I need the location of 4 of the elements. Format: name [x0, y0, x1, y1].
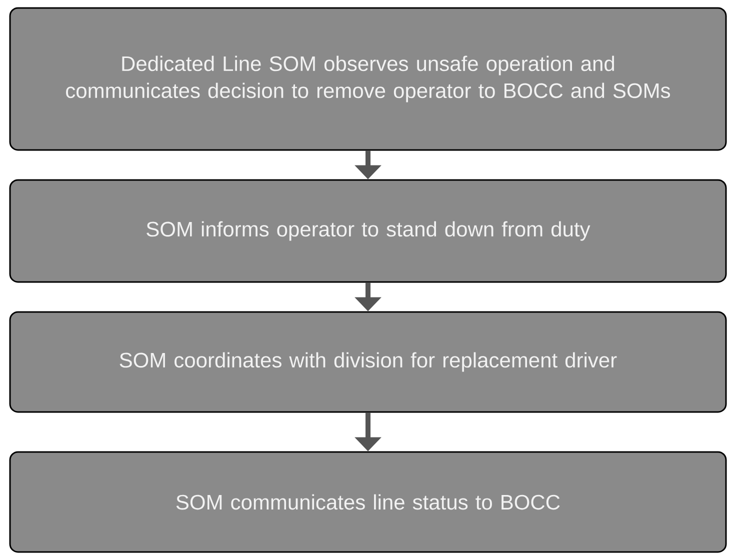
process-box: Dedicated Line SOM observes unsafe operation and communicates decision to remove operator to BOCC and SOMs: [9, 7, 727, 151]
process-box: SOM informs operator to stand down from duty: [9, 179, 727, 283]
process-box: SOM communicates line status to BOCC: [9, 451, 727, 553]
process-box: SOM coordinates with division for replacement driver: [9, 311, 727, 413]
